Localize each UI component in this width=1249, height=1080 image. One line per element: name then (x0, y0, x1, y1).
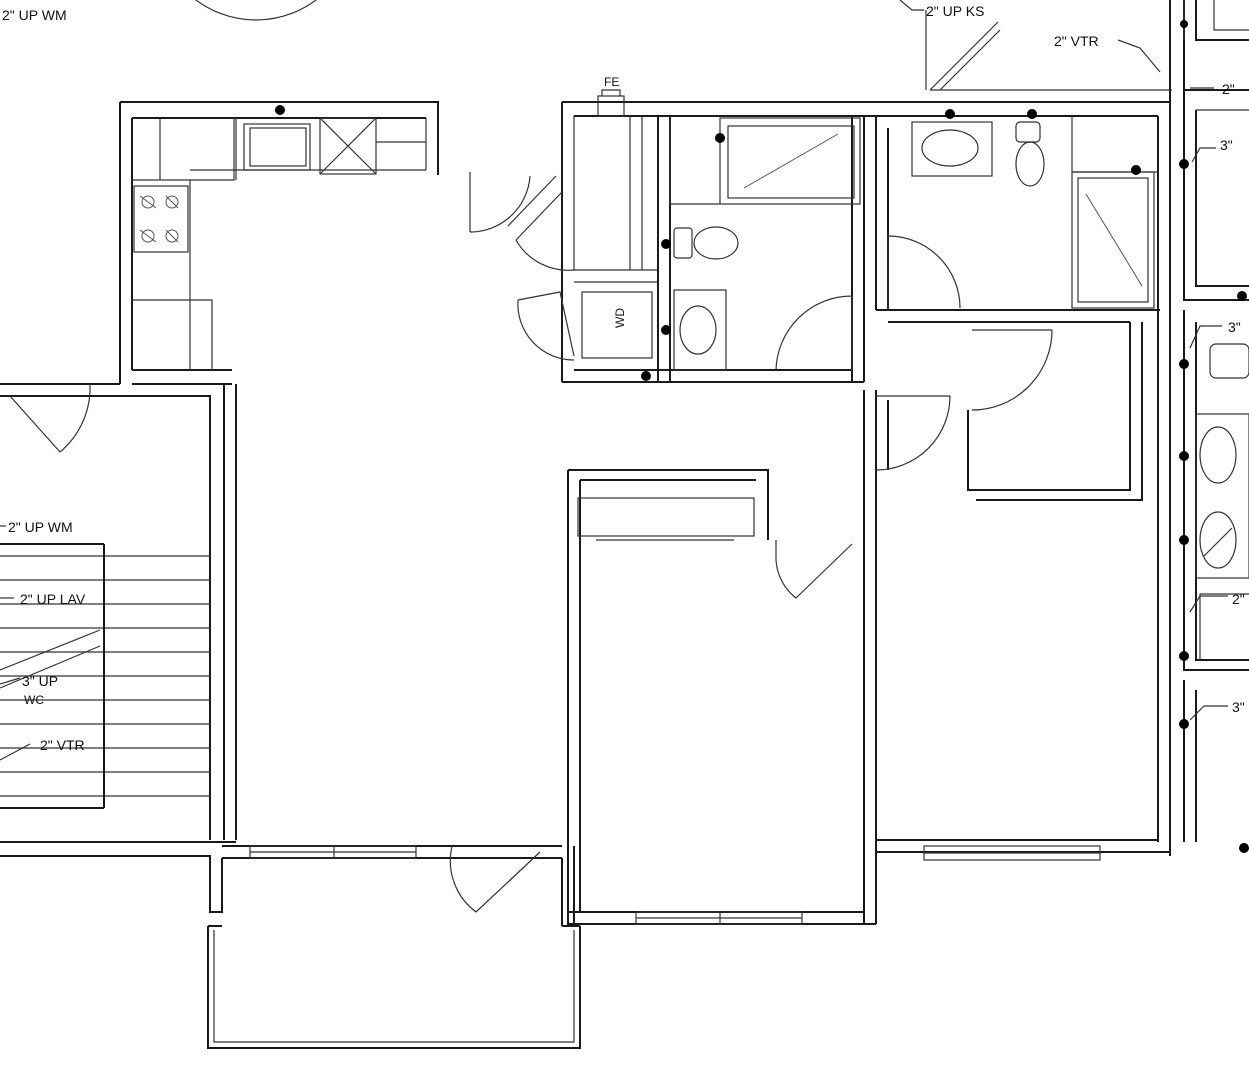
kitchen (132, 117, 427, 370)
label-left-3up: 3" UP (22, 673, 58, 689)
label-right-3a: 3" (1220, 137, 1233, 153)
annotations: 2" UP WM 2" UP KS 2" VTR FE WD 2" UP WM … (2, 3, 1245, 753)
laundry-closet (573, 89, 658, 359)
stair (0, 543, 210, 809)
label-right-3b: 3" (1228, 319, 1241, 335)
label-left-wm: 2" UP WM (8, 519, 73, 535)
windows (249, 497, 1101, 925)
label-left-wc: WC (24, 693, 44, 707)
leaders (0, 0, 1233, 761)
label-right-2b: 2" (1232, 591, 1245, 607)
label-left-lav: 2" UP LAV (20, 591, 86, 607)
neighbour-unit (1183, 90, 1249, 842)
label-vtr-top: 2" VTR (1054, 33, 1099, 49)
label-right-2a: 2" (1222, 81, 1235, 97)
label-fe: FE (604, 75, 619, 89)
bath-1 (669, 116, 861, 371)
label-top-ks: 2" UP KS (926, 3, 984, 19)
doors (9, 21, 1053, 913)
exterior-walls (0, 0, 1249, 1049)
label-right-3c: 3" (1232, 699, 1245, 715)
label-wd: WD (613, 308, 627, 328)
pipe-markers (275, 20, 1249, 853)
label-left-vtr: 2" VTR (40, 737, 85, 753)
bath-2 (911, 116, 1158, 309)
label-top-left-wm: 2" UP WM (2, 7, 67, 23)
